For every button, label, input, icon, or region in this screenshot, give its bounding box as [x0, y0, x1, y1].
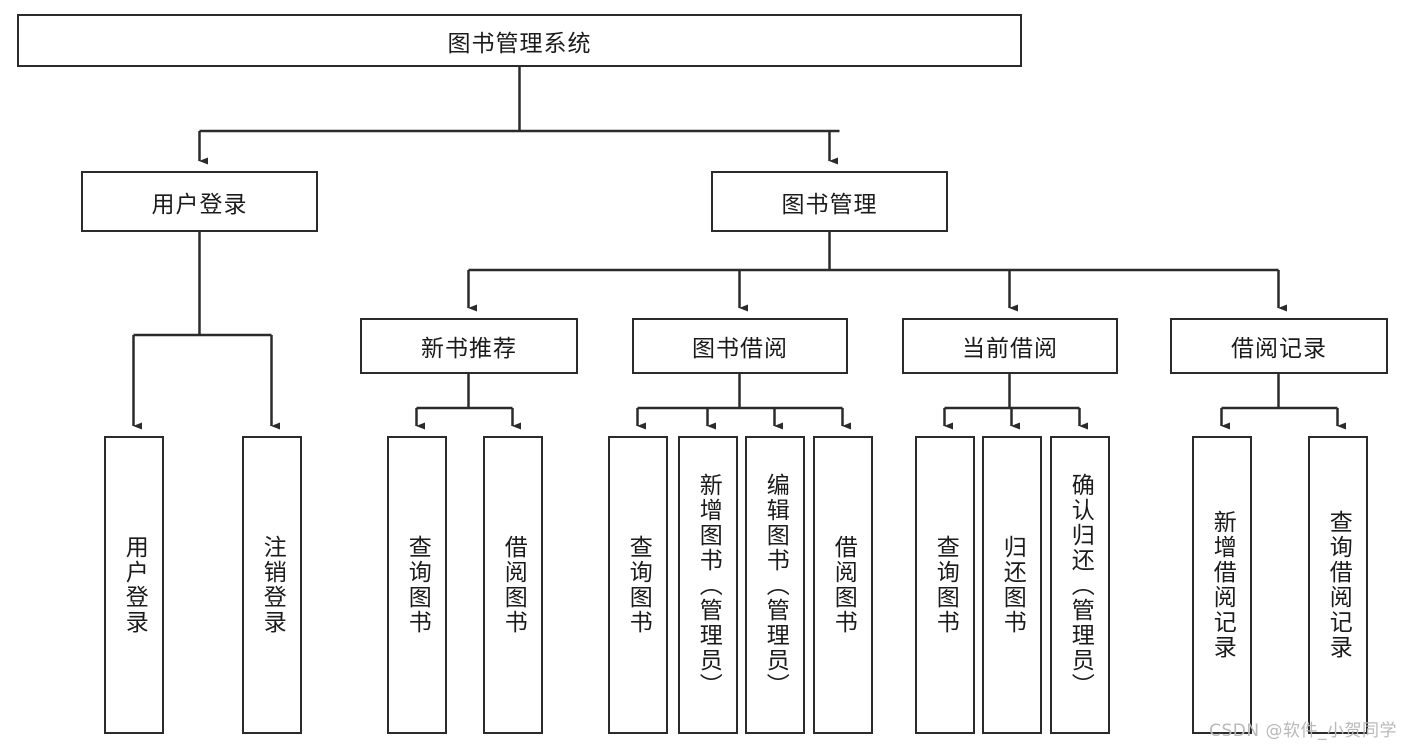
node-leaf-borrow-book-recommend[interactable]: 借阅图书 [483, 436, 543, 734]
node-leaf-query-borrow-record[interactable]: 查询借阅记录 [1308, 436, 1368, 734]
node-leaf-user-login[interactable]: 用户登录 [104, 436, 164, 734]
node-user-login[interactable]: 用户登录 [81, 171, 318, 232]
csdn-watermark: CSDN @软件_小贺同学 [1209, 721, 1397, 741]
edge-group-new-book-recommend [415, 374, 521, 430]
node-book-borrow[interactable]: 图书借阅 [632, 318, 848, 374]
edge-group-book-borrow [636, 374, 851, 430]
node-current-borrow[interactable]: 当前借阅 [902, 318, 1118, 374]
edge-group-root [198, 67, 840, 165]
edge-group-current-borrow [943, 374, 1088, 430]
node-leaf-borrow-book[interactable]: 借阅图书 [813, 436, 873, 734]
node-leaf-user-logout[interactable]: 注销登录 [242, 436, 302, 734]
edge-group-user-login [132, 232, 280, 430]
node-leaf-add-borrow-record[interactable]: 新增借阅记录 [1192, 436, 1252, 734]
edge-group-borrow-record [1220, 374, 1346, 430]
node-new-book-recommend[interactable]: 新书推荐 [360, 318, 578, 374]
node-borrow-record[interactable]: 借阅记录 [1170, 318, 1388, 374]
node-leaf-return-book[interactable]: 归还图书 [982, 436, 1042, 734]
node-root[interactable]: 图书管理系统 [17, 14, 1022, 67]
node-leaf-query-book-borrow[interactable]: 查询图书 [608, 436, 668, 734]
edge-group-book-management [467, 232, 1287, 312]
node-book-management[interactable]: 图书管理 [711, 171, 948, 232]
node-leaf-confirm-return[interactable]: 确认归还（管理员） [1050, 436, 1110, 734]
node-leaf-edit-book[interactable]: 编辑图书（管理员） [745, 436, 805, 734]
node-leaf-add-book[interactable]: 新增图书（管理员） [678, 436, 738, 734]
node-leaf-query-book-current[interactable]: 查询图书 [915, 436, 975, 734]
node-leaf-query-book-recommend[interactable]: 查询图书 [387, 436, 447, 734]
